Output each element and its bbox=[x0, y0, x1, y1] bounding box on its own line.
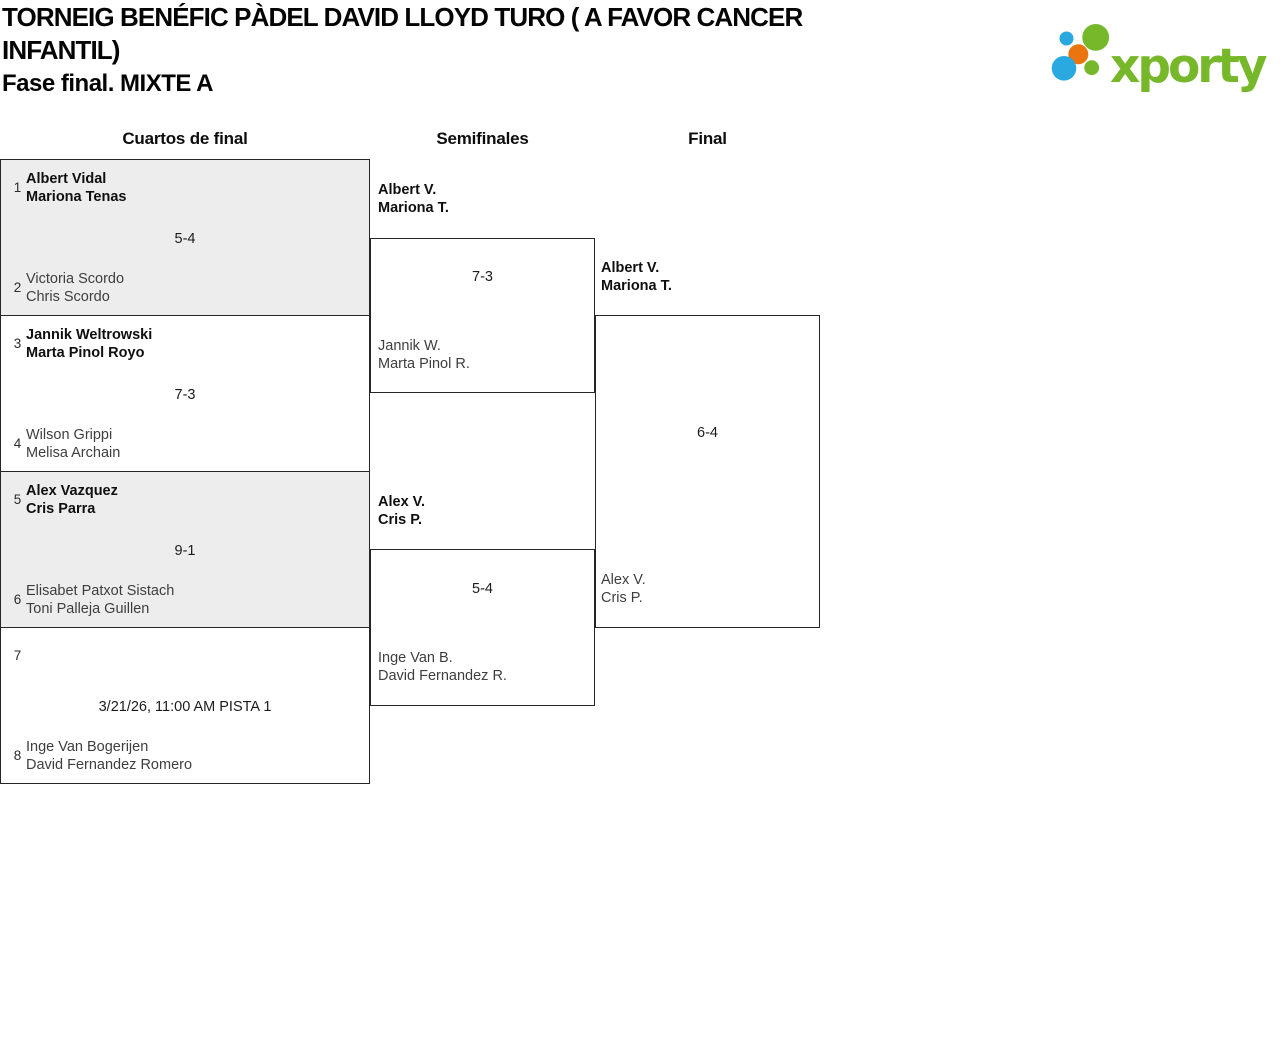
qf4-team-bottom: Inge Van Bogerijen David Fernandez Romer… bbox=[26, 738, 192, 774]
player-name: Mariona Tenas bbox=[26, 189, 127, 205]
qf-match-4: 7 3/21/26, 11:00 AM PISTA 1 8 Inge Van B… bbox=[0, 627, 370, 784]
qf1-team-top: Albert Vidal Mariona Tenas bbox=[26, 170, 126, 206]
seed-number: 7 bbox=[13, 648, 22, 663]
player-name: Mariona T. bbox=[601, 278, 672, 294]
sf1-team-bottom: Jannik W. Marta Pinol R. bbox=[378, 337, 470, 373]
xporty-logo[interactable]: xporty bbox=[1046, 22, 1274, 110]
player-name: Cris P. bbox=[378, 512, 423, 528]
seed-number: 6 bbox=[13, 592, 22, 607]
seed-number: 5 bbox=[13, 492, 22, 507]
xporty-logo-text: xporty bbox=[1110, 39, 1268, 94]
player-name: Albert V. bbox=[601, 260, 660, 276]
qf2-team-top: Jannik Weltrowski Marta Pinol Royo bbox=[26, 326, 152, 362]
player-name: Jannik Weltrowski bbox=[26, 327, 153, 343]
player-name: Marta Pinol R. bbox=[378, 356, 470, 372]
qf3-team-bottom: Elisabet Patxot Sistach Toni Palleja Gui… bbox=[26, 582, 174, 618]
tournament-title: TORNEIG BENÉFIC PÀDEL DAVID LLOYD TURO (… bbox=[2, 2, 803, 65]
xporty-logo-icon bbox=[1051, 24, 1110, 81]
player-name: Wilson Grippi bbox=[26, 427, 113, 443]
round-header-final: Final bbox=[688, 129, 727, 148]
sf2-team-top: Alex V. Cris P. bbox=[378, 493, 425, 529]
sf2-team-bottom: Inge Van B. David Fernandez R. bbox=[378, 649, 507, 685]
match-score: 5-4 bbox=[174, 231, 196, 247]
player-name: Victoria Scordo bbox=[26, 271, 125, 287]
player-name: Chris Scordo bbox=[26, 289, 110, 305]
seed-number: 4 bbox=[13, 436, 22, 451]
final-match bbox=[595, 315, 820, 628]
player-name: Melisa Archain bbox=[26, 445, 121, 461]
player-name: Inge Van B. bbox=[378, 650, 453, 666]
sf-match-2 bbox=[370, 549, 595, 706]
player-name: Cris P. bbox=[601, 590, 643, 606]
player-name: Marta Pinol Royo bbox=[26, 345, 145, 361]
player-name: Elisabet Patxot Sistach bbox=[26, 583, 175, 599]
header: TORNEIG BENÉFIC PÀDEL DAVID LLOYD TURO (… bbox=[2, 1, 914, 100]
qf-match-1: 1 Albert Vidal Mariona Tenas 5-4 2 Victo… bbox=[0, 159, 370, 316]
final-team-top: Albert V. Mariona T. bbox=[601, 259, 672, 295]
qf1-team-bottom: Victoria Scordo Chris Scordo bbox=[26, 270, 124, 306]
seed-number: 1 bbox=[13, 180, 22, 195]
qf3-team-top: Alex Vazquez Cris Parra bbox=[26, 482, 118, 518]
seed-number: 3 bbox=[13, 336, 22, 351]
player-name: Alex V. bbox=[601, 572, 646, 588]
player-name: Alex V. bbox=[378, 494, 426, 510]
round-header-quarterfinals: Cuartos de final bbox=[122, 129, 248, 148]
final-team-bottom: Alex V. Cris P. bbox=[601, 571, 646, 607]
player-name: Jannik W. bbox=[378, 338, 441, 354]
player-name: Toni Palleja Guillen bbox=[26, 601, 150, 617]
player-name: Albert V. bbox=[378, 182, 437, 198]
player-name: David Fernandez Romero bbox=[26, 757, 193, 773]
match-schedule: 3/21/26, 11:00 AM PISTA 1 bbox=[98, 699, 272, 715]
match-score: 6-4 bbox=[697, 425, 718, 441]
match-score: 7-3 bbox=[472, 269, 493, 285]
seed-number: 8 bbox=[13, 748, 22, 763]
player-name: Cris Parra bbox=[26, 501, 96, 517]
round-header-semifinals: Semifinales bbox=[436, 129, 529, 148]
seed-number: 2 bbox=[13, 280, 22, 295]
qf2-team-bottom: Wilson Grippi Melisa Archain bbox=[26, 426, 120, 462]
player-name: Albert Vidal bbox=[26, 171, 107, 187]
qf-match-3: 5 Alex Vazquez Cris Parra 9-1 6 Elisabet… bbox=[0, 471, 370, 628]
player-name: David Fernandez R. bbox=[378, 668, 507, 684]
player-name: Inge Van Bogerijen bbox=[26, 739, 149, 755]
match-score: 5-4 bbox=[472, 581, 493, 597]
qf-match-2: 3 Jannik Weltrowski Marta Pinol Royo 7-3… bbox=[0, 315, 370, 472]
player-name: Mariona T. bbox=[378, 200, 449, 216]
player-name: Alex Vazquez bbox=[26, 483, 118, 499]
match-score: 7-3 bbox=[174, 387, 196, 403]
sf1-team-top: Albert V. Mariona T. bbox=[378, 181, 449, 217]
match-score: 9-1 bbox=[174, 543, 196, 559]
phase-subtitle: Fase final. MIXTE A bbox=[2, 70, 214, 97]
sf-match-1 bbox=[370, 238, 595, 393]
